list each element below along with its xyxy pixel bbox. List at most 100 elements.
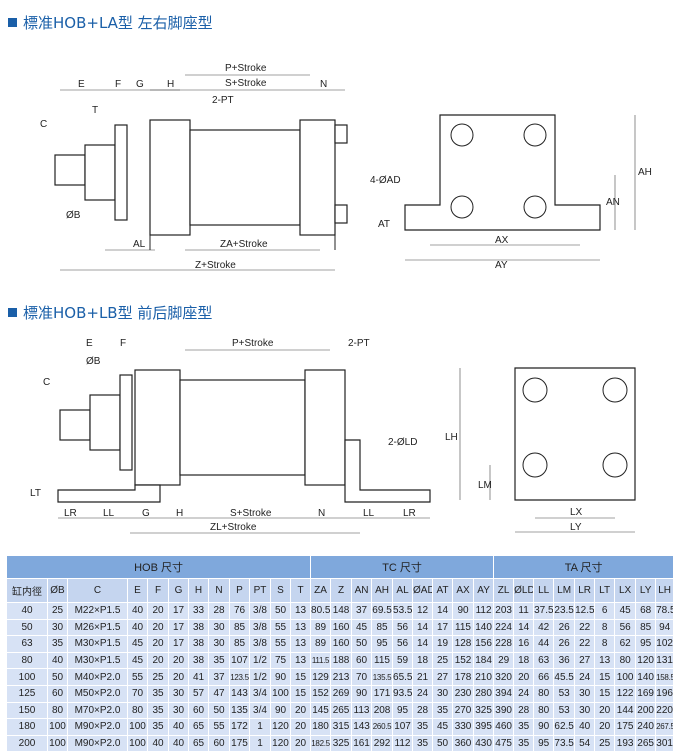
table-cell: 140 [635, 668, 657, 686]
dim-n: N [320, 79, 327, 90]
table-cell: 28 [513, 701, 535, 720]
table-cell: 21 [412, 668, 434, 686]
table-cell: 30 [208, 618, 230, 637]
table-cell: 200 [6, 734, 48, 753]
table-cell: 27 [432, 668, 454, 686]
table-cell: 76 [229, 602, 250, 620]
table-cell: 270 [452, 701, 475, 720]
table-cell: 65 [188, 718, 209, 736]
table-cell: 224 [493, 618, 515, 637]
dim-ay: AY [495, 260, 508, 271]
dim-e: E [86, 338, 93, 349]
table-cell: 57 [188, 684, 209, 703]
table-cell: 390 [493, 701, 515, 720]
table-cell: 160 [330, 618, 353, 637]
column-header: PT [249, 578, 271, 603]
dim-c: C [43, 377, 50, 388]
diagram-la-front-view: 4-ØAD AT AN AH AX AY [370, 114, 652, 271]
table-cell: 55 [270, 635, 291, 653]
dim-p-stroke: P+Stroke [225, 63, 267, 74]
table-cell: 30 [47, 618, 68, 637]
table-cell: 45 [432, 718, 454, 736]
table-cell: 267.5 [655, 718, 675, 736]
table-cell: 35 [147, 684, 169, 703]
table-cell: 20 [594, 718, 616, 736]
table-cell: 115 [452, 618, 475, 637]
table-cell: 1 [249, 718, 271, 736]
table-cell: 13 [594, 651, 616, 670]
section-title-text: 標准HOB+LA型 左右脚座型 [23, 14, 213, 32]
table-cell: 95 [635, 635, 657, 653]
bullet-square-icon [8, 308, 17, 317]
table-cell: 148 [330, 602, 353, 620]
table-cell: M22×P1.5 [67, 602, 128, 620]
dim-b: ØB [66, 210, 81, 221]
table-cell: 90 [452, 602, 475, 620]
table-cell: 1/2 [249, 651, 271, 670]
table-cell: 172 [229, 718, 250, 736]
table-cell: 33 [188, 602, 209, 620]
table-cell: 38 [188, 618, 209, 637]
column-header: Z [330, 578, 353, 603]
table-cell: 40 [127, 602, 148, 620]
table-cell: 37 [208, 668, 230, 686]
table-cell: 44 [533, 635, 555, 653]
table-cell: 35 [147, 701, 169, 720]
table-cell: 62 [614, 635, 637, 653]
dim-an: AN [606, 197, 620, 208]
header-row: 缸内徑ØBCEFGHNPPTSTZAZANAHALØADATAXAYZLØLDL… [6, 578, 675, 603]
table-cell: 40 [168, 734, 189, 753]
dim-ad: 4-ØAD [370, 175, 401, 186]
column-header: AL [392, 578, 414, 603]
dim-e: E [78, 79, 85, 90]
table-cell: 40 [168, 718, 189, 736]
table-cell: 28 [208, 602, 230, 620]
table-cell: 100 [6, 668, 48, 686]
table-cell: 330 [452, 718, 475, 736]
table-cell: 53 [553, 684, 576, 703]
table-cell: 184 [473, 651, 495, 670]
table-cell: 37.5 [533, 602, 555, 620]
dim-g: G [142, 508, 150, 519]
table-cell: 13 [289, 651, 312, 670]
table-cell: 80 [127, 701, 148, 720]
table-cell: 85 [229, 635, 250, 653]
table-cell: 228 [493, 635, 515, 653]
table-cell: 80 [533, 701, 555, 720]
table-cell: 161 [351, 734, 373, 753]
table-cell: 100 [614, 668, 637, 686]
table-cell: 90 [270, 668, 291, 686]
table-cell: M30×P1.5 [67, 635, 128, 653]
table-cell: 25 [147, 668, 169, 686]
table-cell: 213 [330, 668, 353, 686]
table-cell: 59 [392, 651, 414, 670]
dim-lx: LX [570, 507, 583, 518]
column-header: LT [594, 578, 616, 603]
table-cell: 320 [493, 668, 515, 686]
table-cell: M40×P2.0 [67, 668, 128, 686]
table-cell: 17 [168, 618, 189, 637]
table-cell: 145 [310, 701, 332, 720]
group-ta: TA 尺寸 [493, 555, 675, 579]
table-cell: 19 [432, 635, 454, 653]
dim-ax: AX [495, 235, 509, 246]
table-cell: 66 [533, 668, 555, 686]
table-cell: 80 [533, 684, 555, 703]
table-cell: 129 [310, 668, 332, 686]
table-cell: 1 [249, 734, 271, 753]
table-cell: 265 [635, 734, 657, 753]
table-cell: 55 [127, 668, 148, 686]
table-cell: 292 [371, 734, 394, 753]
table-cell: 11 [513, 602, 535, 620]
table-cell: 20 [147, 635, 169, 653]
dim-g: G [136, 79, 144, 90]
table-cell: 50 [270, 602, 291, 620]
table-cell: 95 [392, 701, 414, 720]
table-cell: 6 [594, 602, 616, 620]
table-cell: 180 [310, 718, 332, 736]
table-cell: 93.5 [392, 684, 414, 703]
table-cell: 15 [289, 668, 312, 686]
